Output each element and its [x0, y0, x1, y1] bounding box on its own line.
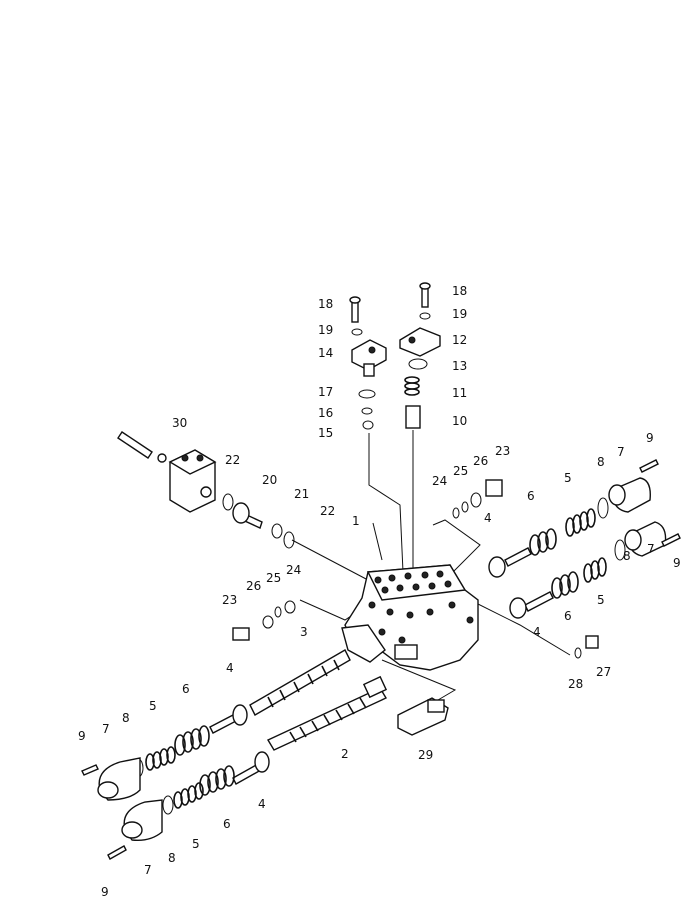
label-10: 10 [452, 414, 467, 428]
right-fittings [452, 479, 599, 659]
valve-body [341, 564, 479, 671]
label-29: 29 [418, 748, 433, 762]
label-23-left: 23 [222, 593, 237, 607]
label-21: 21 [294, 487, 309, 501]
label-8-left-bottom: 8 [168, 851, 176, 865]
relief-block-assembly [117, 431, 296, 641]
label-19-left: 19 [318, 323, 333, 337]
label-30: 30 [172, 416, 187, 430]
label-24-left: 24 [286, 563, 301, 577]
label-7-left-bottom: 7 [144, 863, 152, 877]
label-16: 16 [318, 406, 333, 420]
label-4-right-bottom: 4 [533, 625, 541, 639]
label-5-left-top: 5 [149, 699, 157, 713]
label-25-left: 25 [266, 571, 281, 585]
part-labels: 18 19 14 17 16 15 18 19 12 13 11 10 30 2… [78, 284, 681, 899]
label-3: 3 [300, 625, 308, 639]
label-24-right: 24 [432, 474, 447, 488]
label-14: 14 [318, 346, 333, 360]
label-9-left-bottom: 9 [101, 885, 109, 899]
label-7-left-top: 7 [102, 722, 110, 736]
label-2: 2 [341, 747, 349, 761]
label-4-left-top: 4 [226, 661, 234, 675]
label-26-right: 26 [473, 454, 488, 468]
label-18-left: 18 [318, 297, 333, 311]
label-12: 12 [452, 333, 467, 347]
label-15: 15 [318, 426, 333, 440]
label-18-right: 18 [452, 284, 467, 298]
label-6-left-bottom: 6 [223, 817, 231, 831]
label-8-right-top: 8 [597, 455, 605, 469]
label-27: 27 [596, 665, 611, 679]
label-28: 28 [568, 677, 583, 691]
top-left-assembly [349, 296, 387, 430]
label-23-right: 23 [495, 444, 510, 458]
label-25-right: 25 [453, 464, 468, 478]
label-8-right-bottom: 8 [623, 549, 631, 563]
part-29 [397, 697, 449, 736]
label-13: 13 [452, 359, 467, 373]
label-1: 1 [352, 514, 360, 528]
label-19-right: 19 [452, 307, 467, 321]
label-8-left-top: 8 [122, 711, 130, 725]
label-22-top: 22 [225, 453, 240, 467]
label-9-right-bottom: 9 [673, 556, 681, 570]
right-upper-assembly [488, 459, 659, 578]
right-lower-assembly [509, 521, 681, 619]
left-upper-assembly [81, 704, 248, 801]
label-5-right-top: 5 [564, 471, 572, 485]
top-right-assembly [399, 282, 441, 429]
label-6-left-top: 6 [182, 682, 190, 696]
spool-2 [266, 675, 388, 751]
left-lower-assembly [107, 751, 270, 860]
label-6-right-bottom: 6 [564, 609, 572, 623]
label-5-right-bottom: 5 [597, 593, 605, 607]
label-7-right-bottom: 7 [647, 542, 655, 556]
label-9-right-top: 9 [646, 431, 654, 445]
label-20: 20 [262, 473, 277, 487]
spool-3 [249, 649, 351, 716]
label-5-left-bottom: 5 [192, 837, 200, 851]
label-11: 11 [452, 386, 467, 400]
label-17: 17 [318, 385, 333, 399]
label-9-left-top: 9 [78, 729, 86, 743]
label-4-left-bottom: 4 [258, 797, 266, 811]
leader-lines [291, 288, 571, 701]
label-26-left: 26 [246, 579, 261, 593]
label-7-right-top: 7 [617, 445, 625, 459]
label-6-right-top: 6 [527, 489, 535, 503]
label-22: 22 [320, 504, 335, 518]
label-4-right-top: 4 [484, 511, 492, 525]
